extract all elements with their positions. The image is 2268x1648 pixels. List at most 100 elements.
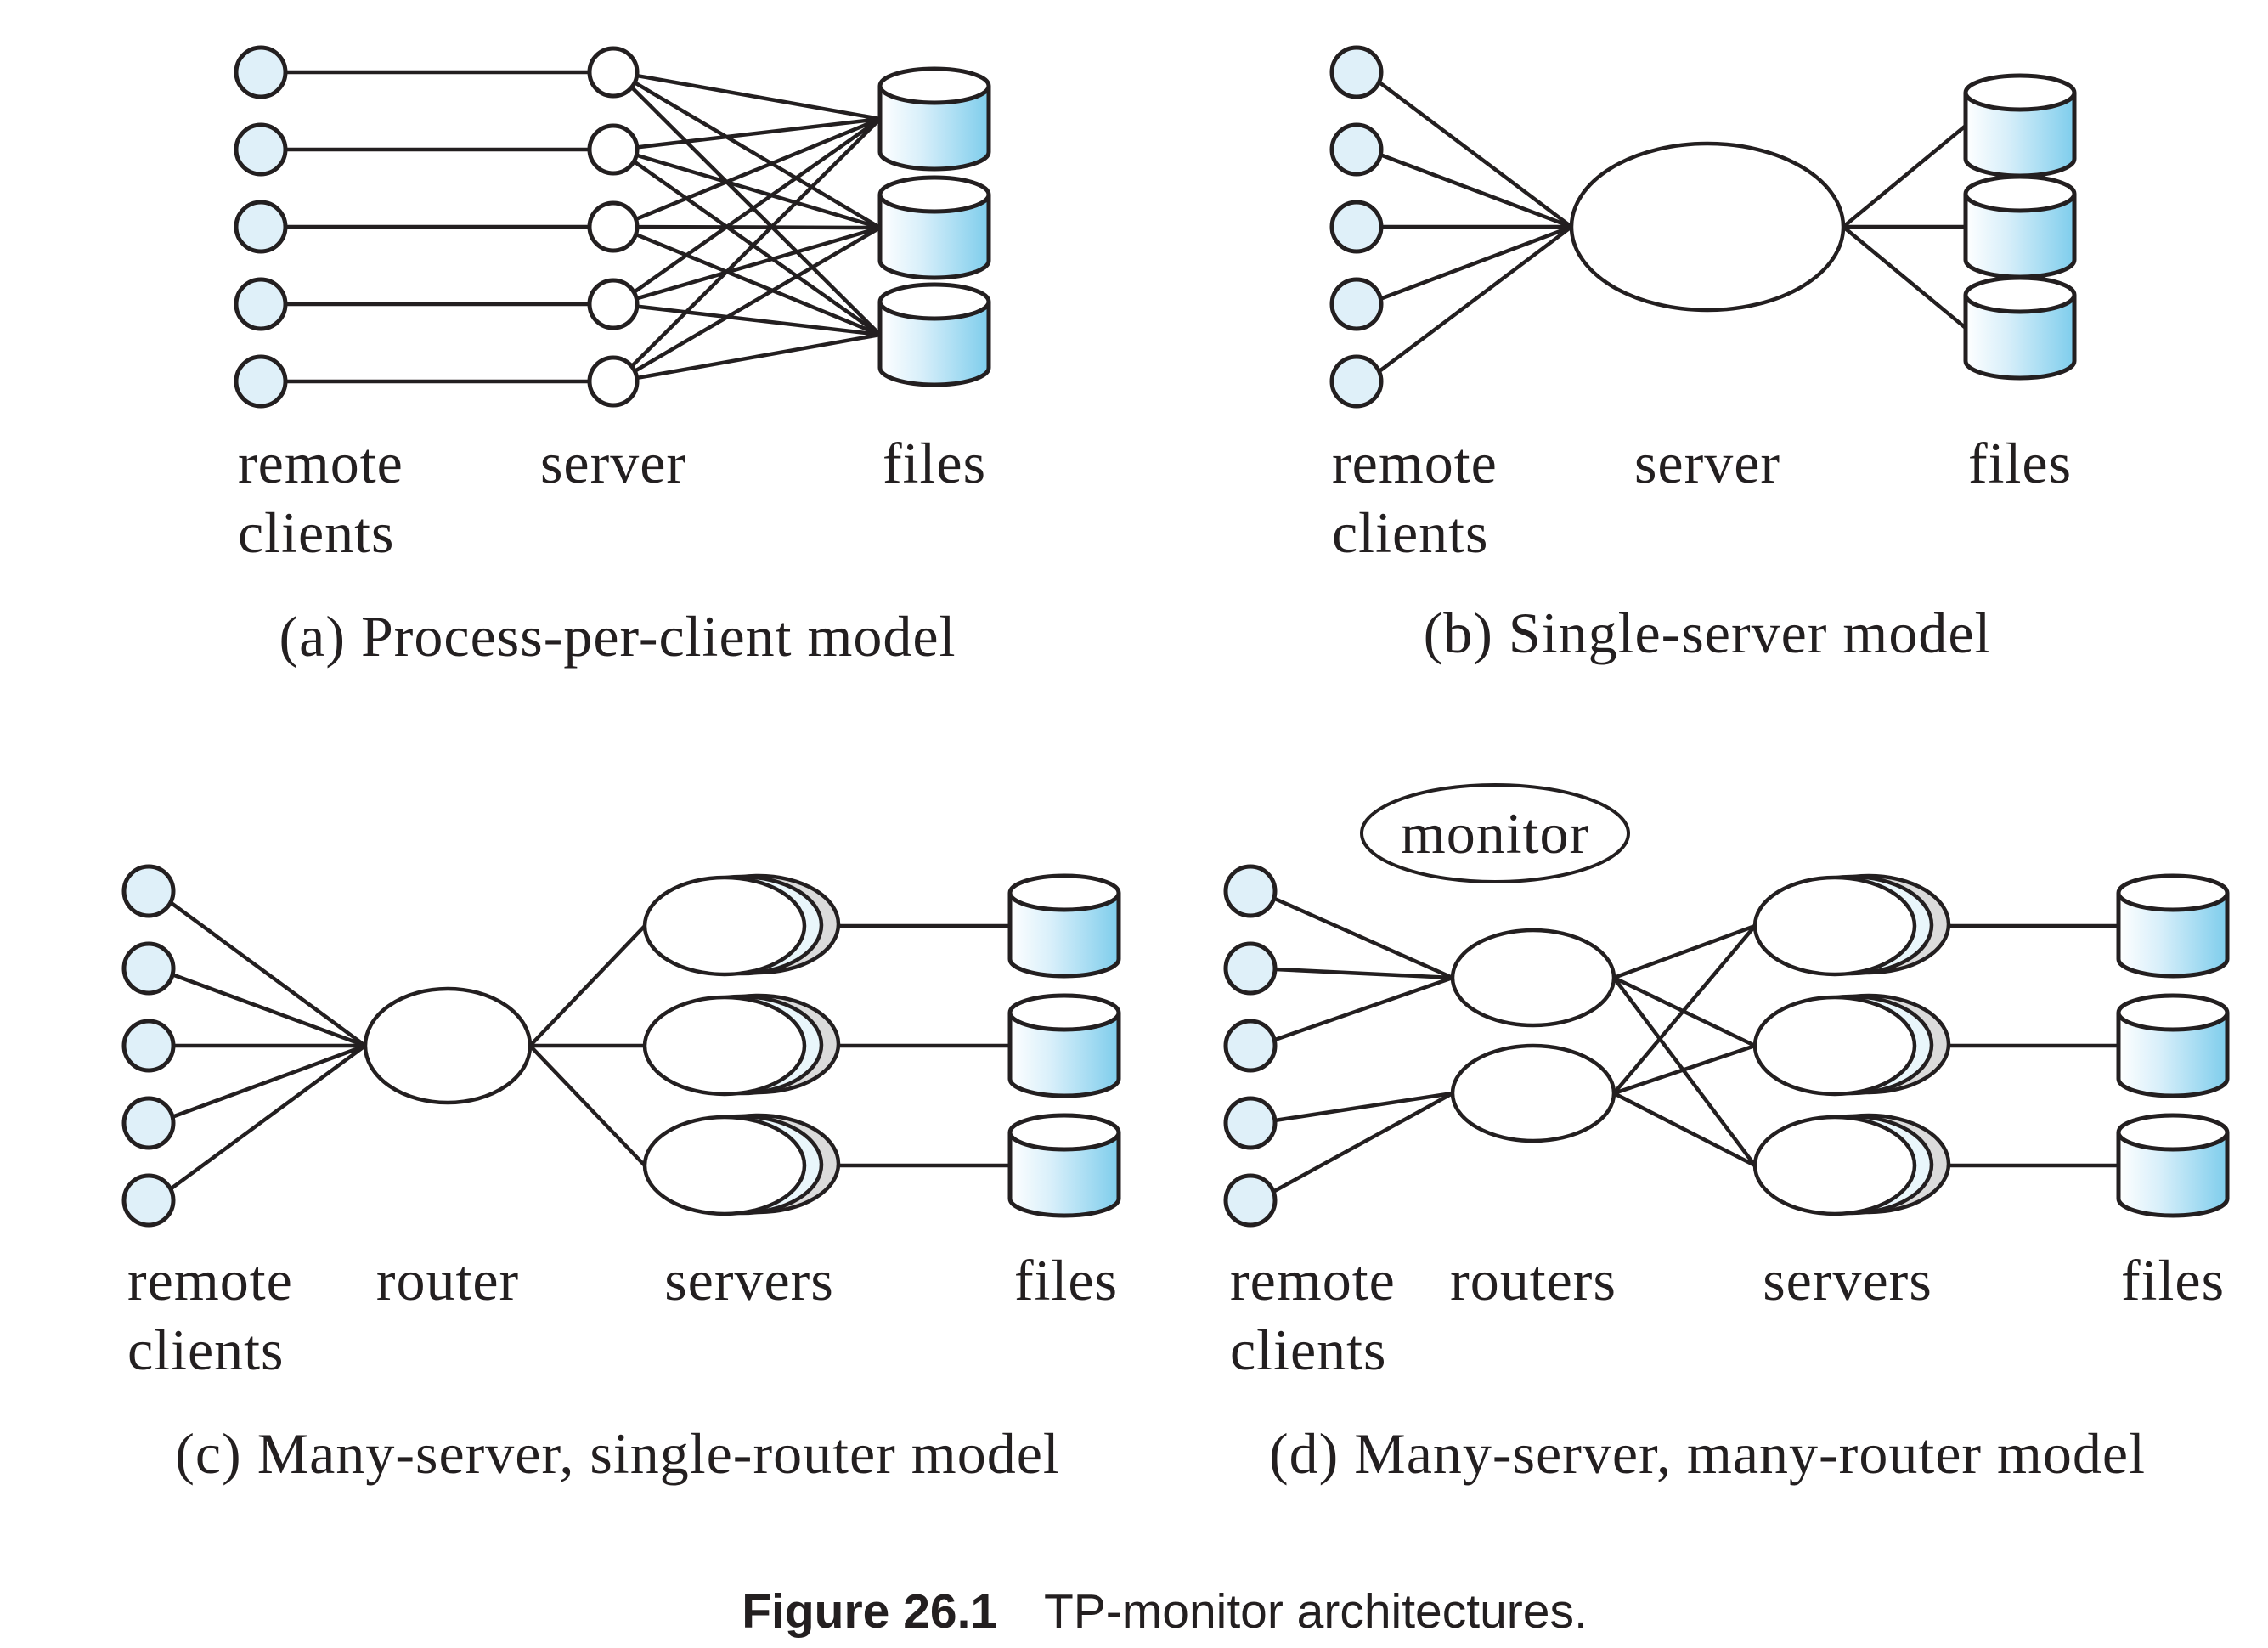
connection-line — [1613, 1043, 1756, 1096]
server-stack-front — [642, 875, 807, 977]
client-node — [121, 864, 176, 918]
client-node — [1223, 864, 1278, 918]
server-stack-front — [642, 1115, 807, 1216]
panel-caption: (c) Many-server, single-router model — [175, 1421, 1060, 1486]
server-ellipse — [1569, 141, 1846, 313]
client-node — [121, 1173, 176, 1228]
router-node — [1450, 1043, 1616, 1143]
connection-line — [634, 81, 882, 229]
connection-line — [1272, 1092, 1454, 1194]
file-cylinder-top — [1963, 275, 2077, 314]
connection-line — [635, 116, 881, 222]
panel-caption: (d) Many-server, many-router model — [1269, 1421, 2146, 1486]
connection-line — [1272, 896, 1453, 980]
column-label: servers — [1763, 1248, 1932, 1312]
column-label: servers — [664, 1248, 834, 1312]
client-node — [1329, 45, 1384, 99]
connection-line — [172, 1043, 366, 1119]
connection-line — [1613, 923, 1756, 980]
file-cylinder-body — [877, 195, 991, 280]
file-cylinder-top — [1007, 873, 1121, 912]
connection-line — [636, 304, 881, 337]
file-cylinder-body — [2116, 893, 2230, 979]
client-node — [1329, 354, 1384, 409]
column-label: routers — [1450, 1248, 1616, 1312]
client-node — [1223, 1096, 1278, 1150]
connection-line — [635, 153, 881, 230]
column-label: files — [1968, 431, 2072, 495]
client-node — [1223, 1019, 1278, 1073]
file-cylinder-top — [1963, 174, 2077, 213]
router-node — [363, 986, 533, 1105]
panel-caption: (b) Single-server model — [1424, 601, 1992, 665]
file-cylinder-top — [2116, 1113, 2230, 1152]
file-cylinder-top — [1007, 1113, 1121, 1152]
connection-line — [1842, 124, 1967, 229]
column-label: remote — [1332, 431, 1498, 495]
connection-line — [636, 73, 881, 121]
connection-line — [1612, 1091, 1757, 1168]
figure-caption-label: Figure 26.1 — [742, 1584, 997, 1639]
connection-line — [1612, 924, 1757, 1095]
monitor-ellipse — [1360, 783, 1630, 883]
file-cylinder-top — [877, 175, 991, 214]
connection-line — [1842, 225, 1967, 330]
connection-line — [636, 116, 881, 150]
server-stack-front — [1752, 875, 1917, 977]
connection-line — [169, 1044, 367, 1191]
column-label: server — [540, 431, 686, 495]
connection-line — [632, 160, 882, 336]
connection-line — [169, 900, 367, 1047]
connection-line — [1379, 153, 1572, 229]
file-cylinder-body — [877, 86, 991, 172]
file-cylinder-top — [877, 66, 991, 105]
server-node — [587, 46, 640, 99]
figure-caption: Figure 26.1 TP-monitor architectures. — [742, 1584, 1588, 1639]
server-stack-front — [1752, 995, 1917, 1097]
client-node — [121, 941, 176, 996]
file-cylinder-top — [2116, 993, 2230, 1032]
file-cylinder-top — [877, 282, 991, 321]
server-node — [587, 200, 640, 253]
connection-line — [528, 1044, 646, 1167]
file-cylinder-body — [2116, 1132, 2230, 1218]
file-cylinder-top — [1007, 993, 1121, 1032]
connection-line — [1378, 80, 1573, 229]
server-stack-front — [1752, 1115, 1917, 1216]
server-node — [587, 355, 640, 408]
column-label: files — [2121, 1248, 2225, 1312]
client-node — [1329, 277, 1384, 331]
server-node — [587, 123, 640, 176]
client-node — [121, 1096, 176, 1150]
connection-line — [1378, 225, 1573, 374]
router-node — [1450, 928, 1616, 1028]
client-node — [234, 122, 288, 177]
connection-line — [1612, 976, 1757, 1167]
connection-line — [635, 225, 881, 301]
file-cylinder-body — [1007, 1132, 1121, 1218]
file-cylinder-body — [1963, 295, 2077, 381]
column-label: clients — [1332, 500, 1489, 565]
connection-line — [636, 332, 881, 381]
monitor-label: monitor — [1401, 801, 1589, 866]
connection-line — [632, 117, 882, 294]
client-node — [234, 354, 288, 409]
column-label: remote — [238, 431, 403, 495]
column-label: server — [1634, 431, 1780, 495]
connection-line — [635, 232, 881, 337]
file-cylinder-body — [1007, 893, 1121, 979]
column-label: files — [883, 431, 986, 495]
connection-line — [636, 224, 881, 230]
column-label: clients — [127, 1318, 285, 1382]
server-stack-front — [642, 995, 807, 1097]
connection-line — [630, 117, 882, 368]
client-node — [1223, 941, 1278, 996]
client-node — [1223, 1173, 1278, 1228]
client-node — [121, 1019, 176, 1073]
column-label: remote — [127, 1248, 293, 1312]
connection-line — [1274, 1091, 1453, 1123]
figure-caption-title: TP-monitor architectures. — [1044, 1584, 1588, 1639]
